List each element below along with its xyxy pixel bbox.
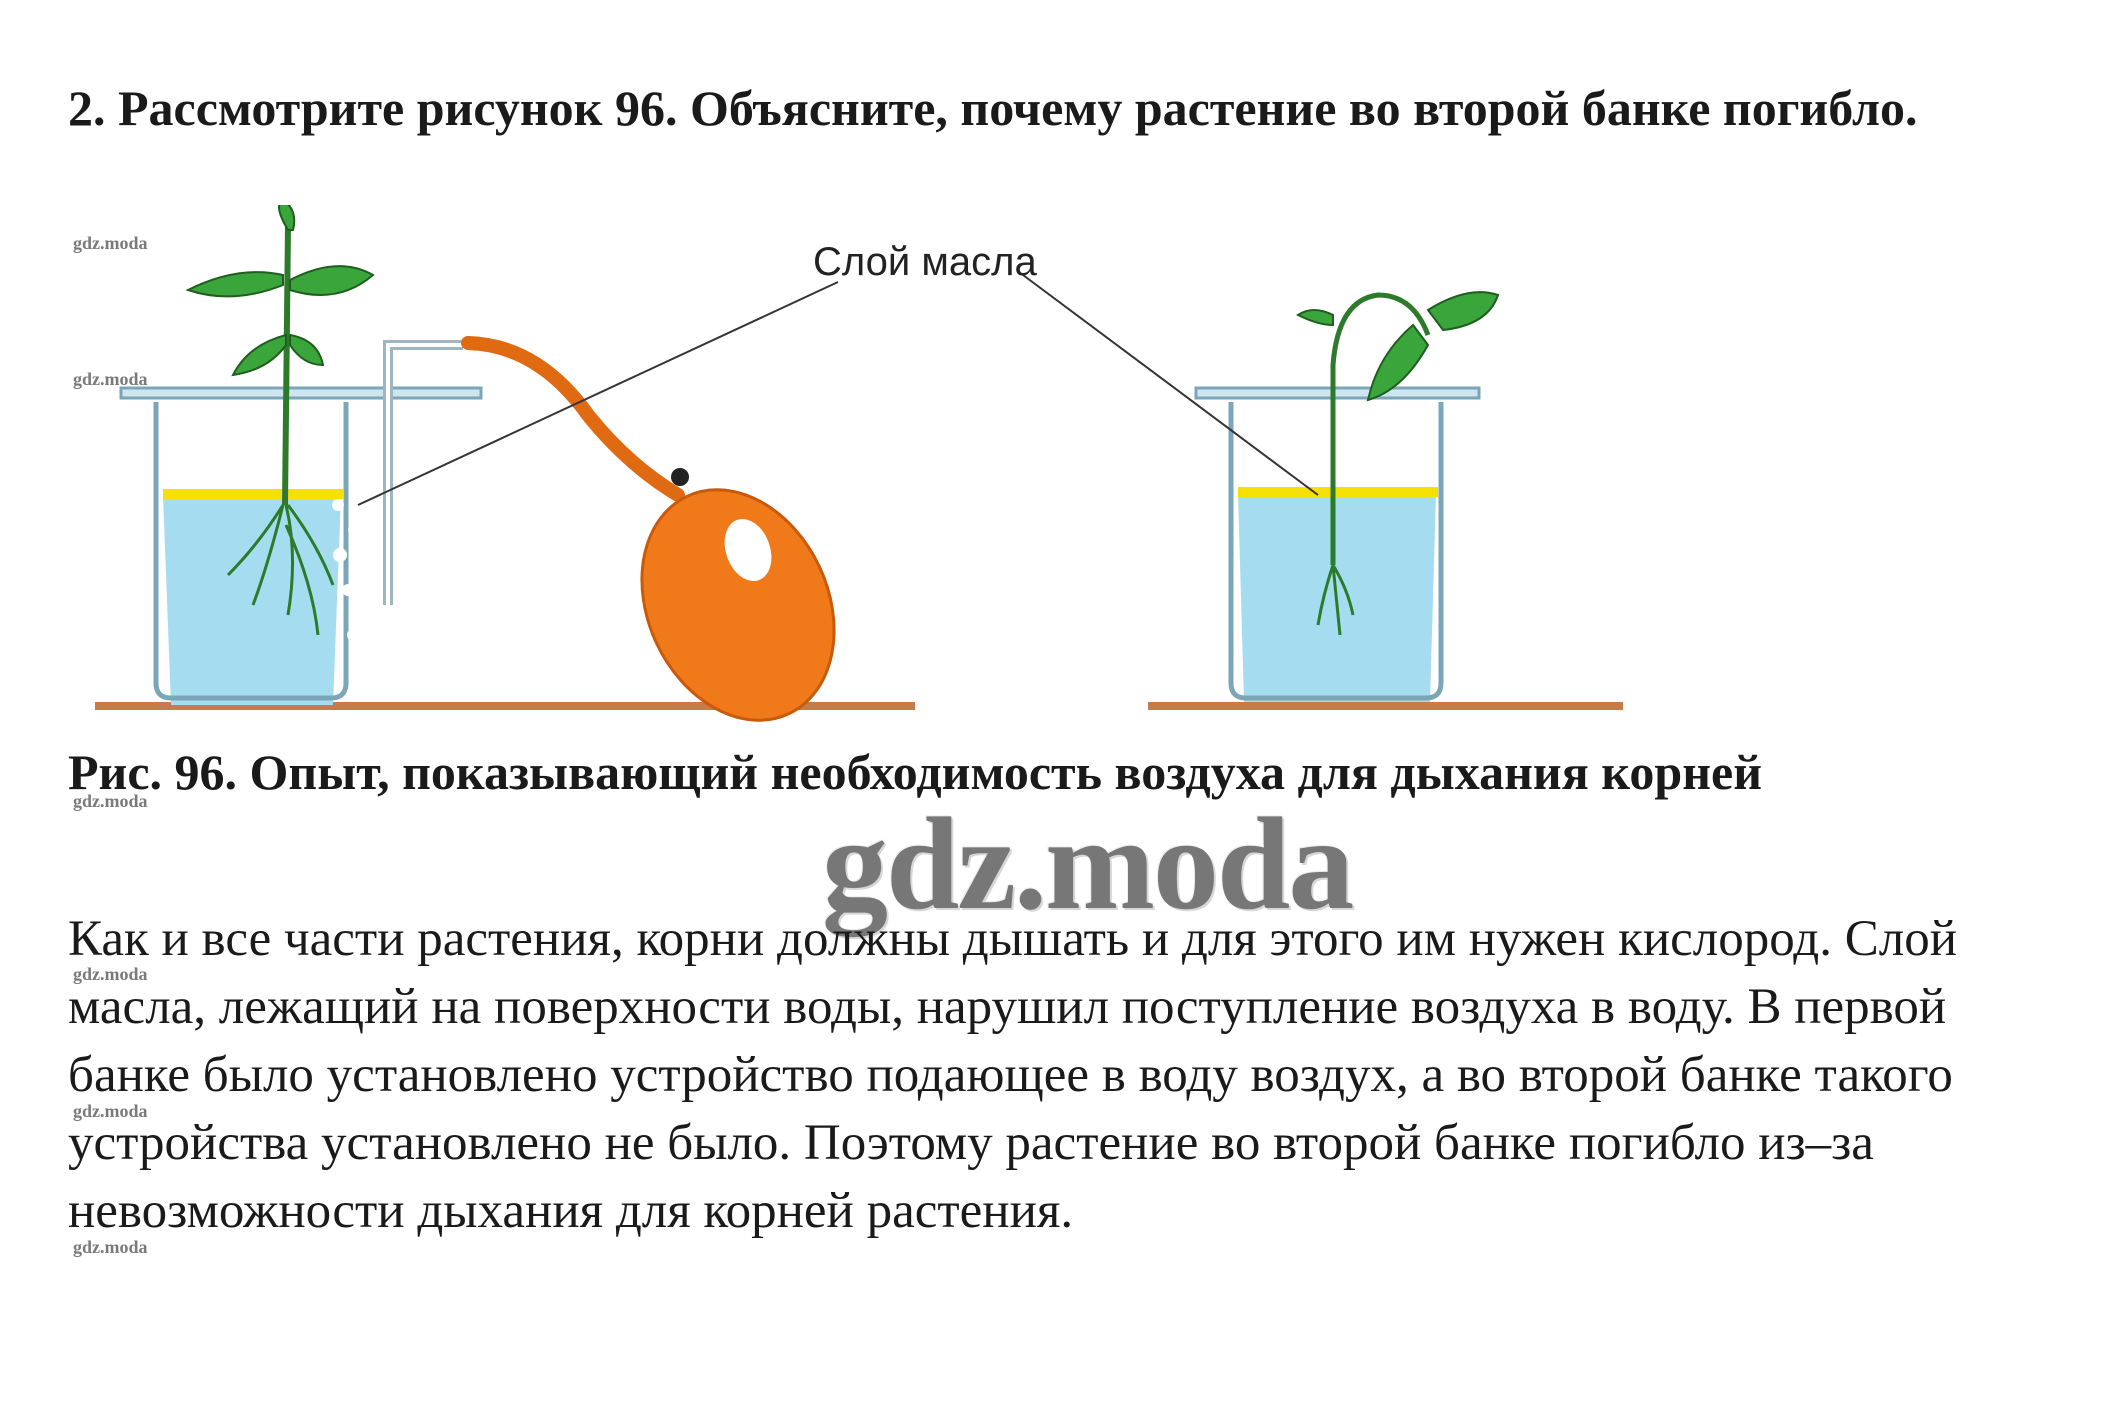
wilted-leaf bbox=[1366, 323, 1430, 402]
label-pointer-right bbox=[1022, 274, 1319, 496]
answer-text: Как и все части растения, корни должны д… bbox=[68, 911, 1957, 1239]
watermark-small: gdz.moda bbox=[73, 233, 148, 253]
wilted-leaf bbox=[1296, 309, 1334, 327]
air-bubble bbox=[358, 560, 368, 570]
oil-layer-label: Слой масла bbox=[813, 240, 1037, 284]
plant-roots bbox=[1316, 564, 1355, 636]
figure-96-experiment: Слой масла bbox=[95, 205, 1623, 722]
air-bubble bbox=[333, 548, 347, 562]
watermark-small: gdz.moda bbox=[73, 791, 148, 811]
oil-layer bbox=[1238, 487, 1438, 497]
watermark-small: gdz.moda bbox=[73, 369, 148, 389]
watermark-small: gdz.moda bbox=[73, 1101, 148, 1121]
air-bubble bbox=[342, 584, 354, 596]
figure-caption: Рис. 96. Опыт, показывающий необходимост… bbox=[68, 744, 1763, 800]
watermark-large: gdz.moda bbox=[822, 790, 1354, 937]
air-bubble bbox=[348, 525, 358, 535]
bulb-highlight bbox=[724, 519, 772, 581]
wilted-stem bbox=[1330, 292, 1431, 565]
jar-with-air-supply bbox=[119, 205, 483, 705]
leaf bbox=[289, 265, 375, 296]
leaf bbox=[278, 205, 296, 231]
watermark-small: gdz.moda bbox=[73, 964, 148, 984]
air-bulb bbox=[640, 488, 836, 722]
left-shelf bbox=[95, 702, 915, 710]
leaf bbox=[289, 333, 325, 367]
question-heading: 2. Рассмотрите рисунок 96. Объясните, по… bbox=[68, 80, 1918, 136]
air-tube bbox=[383, 340, 463, 605]
jar-glass bbox=[153, 402, 349, 701]
air-bubble bbox=[332, 499, 344, 511]
jar-lid bbox=[119, 386, 483, 400]
watermark-small: gdz.moda bbox=[73, 1237, 148, 1257]
jar-without-air-supply bbox=[1194, 291, 1500, 702]
air-bubble bbox=[363, 605, 373, 615]
water bbox=[163, 496, 341, 705]
right-shelf bbox=[1148, 702, 1623, 710]
oil-layer bbox=[163, 489, 343, 499]
jar-glass bbox=[1228, 402, 1444, 701]
label-pointer-left bbox=[357, 281, 839, 506]
leaf bbox=[231, 333, 287, 377]
leaf bbox=[185, 271, 284, 298]
air-bubble bbox=[347, 629, 359, 641]
jar-lid bbox=[1194, 386, 1481, 400]
hose-connector bbox=[671, 468, 689, 486]
plant-roots bbox=[226, 504, 335, 636]
rubber-hose bbox=[461, 336, 685, 502]
plant-stem bbox=[282, 224, 291, 506]
wilted-leaf bbox=[1426, 291, 1500, 332]
